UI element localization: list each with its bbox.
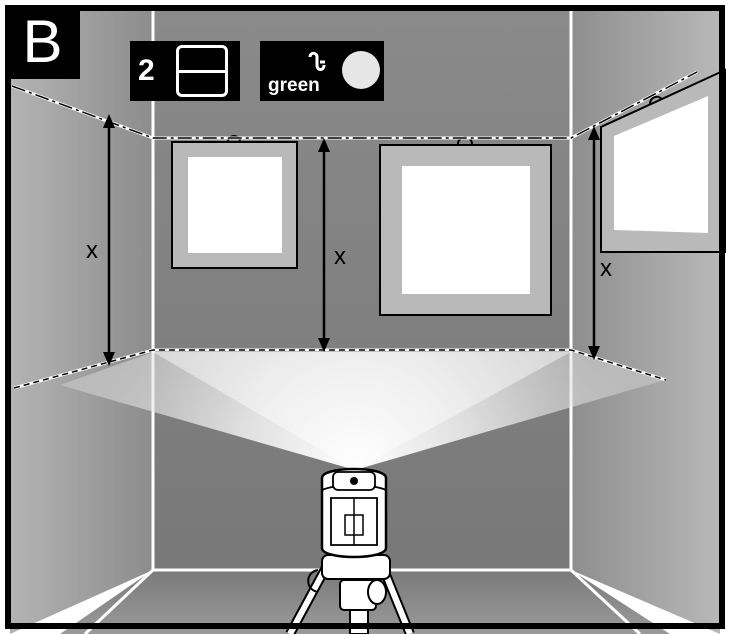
lower-laser-line xyxy=(13,348,667,390)
picture-left xyxy=(171,135,298,269)
laser-beam-fan xyxy=(60,352,665,470)
panel-label-box: B xyxy=(5,5,80,79)
distance-arrow-center xyxy=(318,138,330,352)
green-dot-icon xyxy=(342,51,380,89)
laser-level-device xyxy=(285,467,415,634)
picture-center xyxy=(379,136,552,316)
upper-laser-line xyxy=(11,70,698,140)
left-wall xyxy=(10,10,153,634)
distance-arrow-left xyxy=(103,114,115,366)
laser-color-indicator: green xyxy=(260,41,384,101)
mode-indicator: 2 xyxy=(130,41,240,101)
mode-number: 2 xyxy=(138,54,155,87)
measure-label-left: x xyxy=(86,237,98,264)
measure-label-center: x xyxy=(334,243,346,270)
panel-label: B xyxy=(22,8,63,75)
measure-label-right: x xyxy=(600,255,612,282)
laser-color-label: green xyxy=(268,75,320,96)
plumb-bob-icon xyxy=(308,51,326,73)
horizontal-line-icon xyxy=(176,45,228,97)
distance-arrow-right xyxy=(588,126,600,360)
